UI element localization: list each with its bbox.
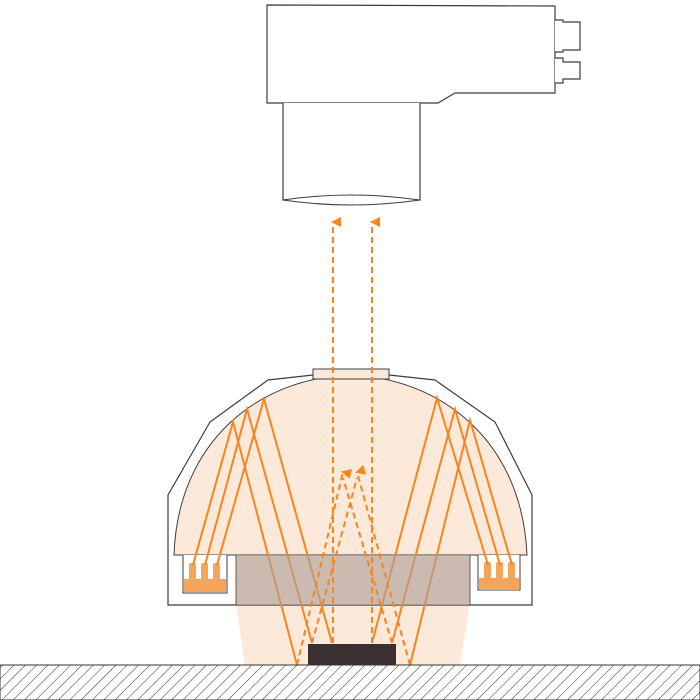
camera [266,4,581,206]
camera-connector-bottom [555,57,581,84]
led-array-left [184,563,226,592]
inspected-object [308,644,396,665]
camera-lens-glass [282,194,421,206]
camera-lens-barrel [282,103,421,201]
diffuser-plate [236,555,470,605]
camera-connector-top [555,19,581,53]
light-cone [236,605,470,665]
camera-body [266,4,556,104]
led-array-right [479,562,519,590]
reflected-rays [296,217,411,666]
ground-surface [0,664,700,700]
top-viewing-window [312,368,390,380]
